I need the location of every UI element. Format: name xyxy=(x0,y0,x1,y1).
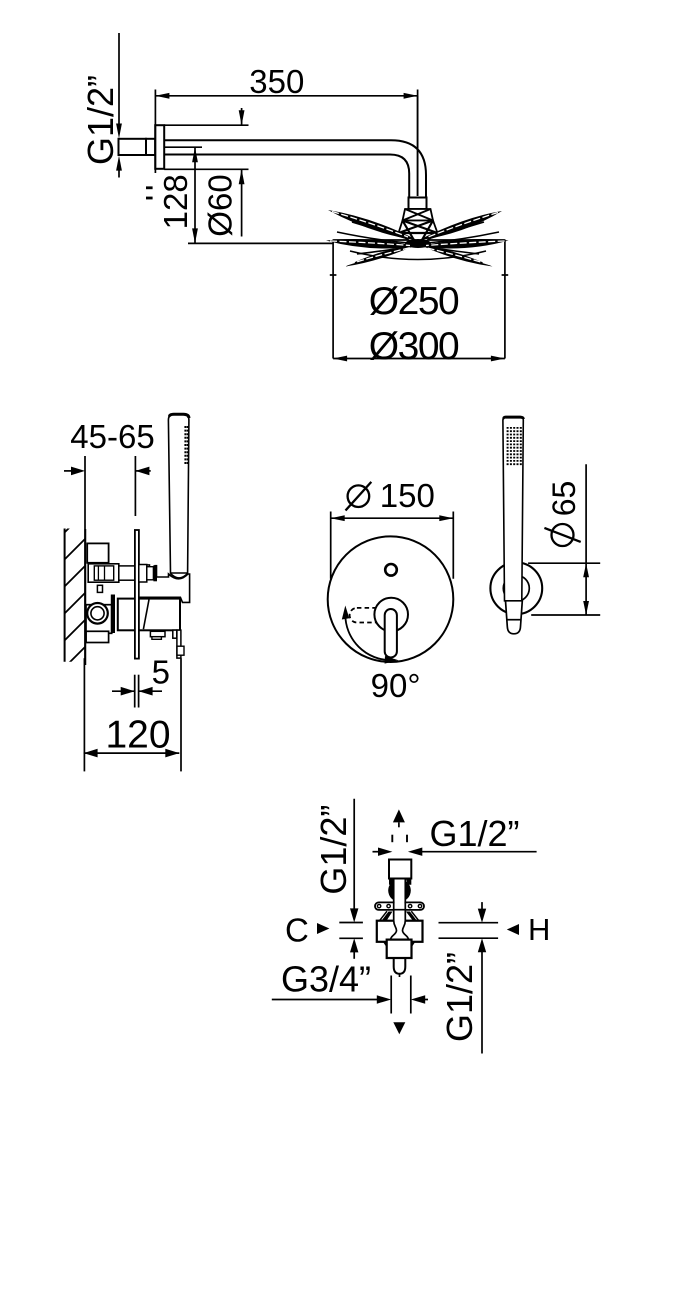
svg-text:Ø300: Ø300 xyxy=(369,325,459,368)
svg-text:G3/4”: G3/4” xyxy=(281,959,371,1000)
svg-text:Ø60: Ø60 xyxy=(202,174,239,236)
svg-text:120: 120 xyxy=(105,714,170,757)
svg-text:5: 5 xyxy=(152,654,170,691)
svg-text:G1/2”: G1/2” xyxy=(439,952,480,1042)
svg-text:C: C xyxy=(285,912,309,949)
svg-text:350: 350 xyxy=(249,63,304,100)
svg-text:45-65: 45-65 xyxy=(70,418,154,455)
svg-text:90°: 90° xyxy=(371,667,421,704)
svg-text:G1/2”: G1/2” xyxy=(430,813,520,854)
svg-text:Ø250: Ø250 xyxy=(369,280,459,323)
svg-text:65: 65 xyxy=(546,481,582,517)
svg-text:128: 128 xyxy=(157,174,194,229)
svg-text:H: H xyxy=(528,912,550,947)
svg-text:G1/2”: G1/2” xyxy=(313,805,354,895)
svg-text:G1/2”: G1/2” xyxy=(80,75,121,165)
svg-text:150: 150 xyxy=(380,477,435,514)
